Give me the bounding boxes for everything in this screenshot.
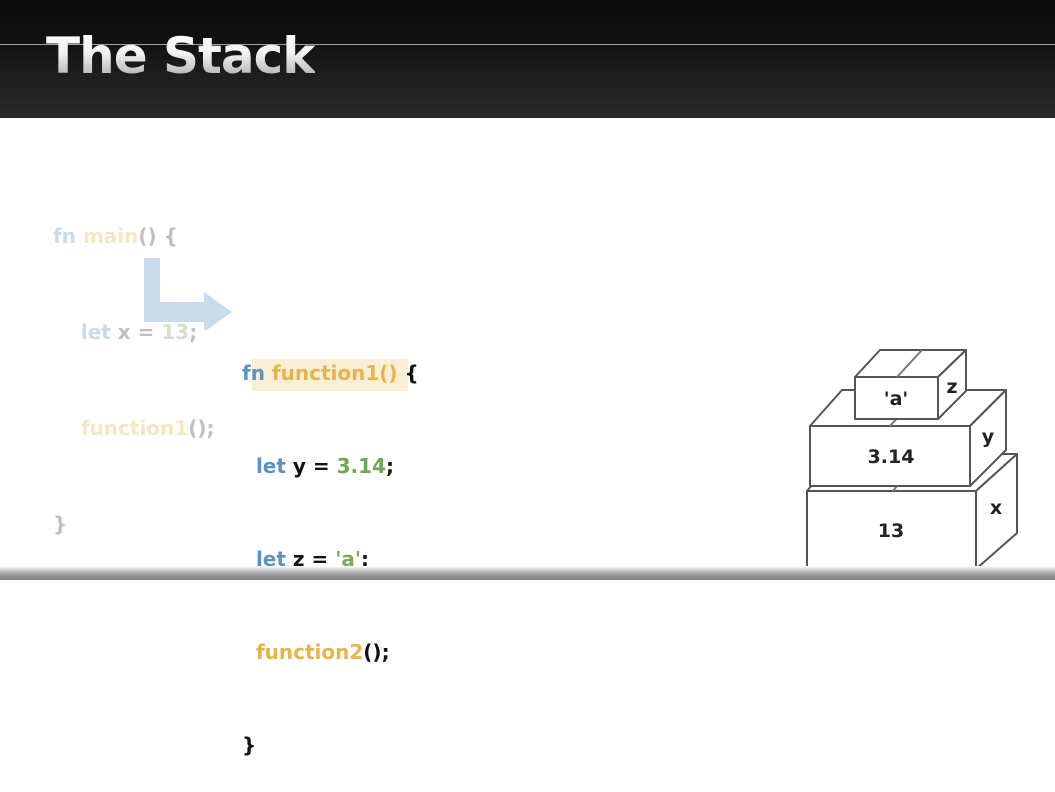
function-call: function1 — [80, 416, 189, 440]
stack-box-z — [854, 349, 967, 420]
code-text: y = — [285, 454, 337, 478]
number-literal: 3.14 — [336, 454, 386, 478]
code-text: z = — [285, 547, 336, 571]
code-line: fn function1() { — [242, 358, 419, 389]
code-line: fn main() { — [53, 220, 214, 252]
title-bar: The Stack — [0, 0, 1055, 118]
stack-diagram: 13 x 3.14 y 'a' z — [806, 349, 1018, 570]
stack-name-z: z — [946, 376, 957, 398]
code-text: ; — [189, 320, 198, 344]
call-arrow-icon — [144, 258, 232, 330]
stack-name-x: x — [990, 497, 1002, 519]
code-text: { — [397, 361, 419, 385]
code-text: ; — [360, 547, 369, 571]
function-call: function2 — [255, 640, 364, 664]
code-text: } — [242, 733, 257, 757]
slide-title: The Stack — [46, 27, 316, 85]
header-divider — [0, 44, 1055, 45]
stack-value-z: 'a' — [884, 388, 908, 410]
function-name: main — [82, 224, 139, 248]
keyword: let — [255, 454, 286, 478]
code-line: let x = 13; — [53, 316, 214, 348]
keyword: fn — [53, 224, 76, 248]
code-text: () { — [138, 224, 178, 248]
code-line: function2(); — [242, 637, 419, 668]
code-line: let y = 3.14; — [242, 451, 419, 482]
keyword: let — [80, 320, 111, 344]
code-text: } — [53, 512, 68, 536]
function-name: function1() — [264, 361, 398, 385]
stack-name-y: y — [982, 426, 995, 448]
code-text: (); — [188, 416, 215, 440]
code-text: (); — [363, 640, 390, 664]
code-text: ; — [385, 454, 394, 478]
footer-bar — [0, 566, 1055, 580]
keyword: fn — [242, 361, 265, 385]
code-line: } — [53, 508, 214, 540]
function1-code: fn function1() { let y = 3.14; let z = '… — [242, 296, 419, 792]
main-function-code: fn main() { let x = 13; function1(); } — [53, 156, 214, 572]
current-line-highlight — [252, 359, 408, 391]
number-literal: 13 — [161, 320, 190, 344]
code-text: x = — [110, 320, 162, 344]
stack-value-y: 3.14 — [868, 446, 915, 468]
stack-value-x: 13 — [878, 520, 904, 542]
code-line: function1(); — [53, 412, 215, 444]
code-line: } — [242, 730, 419, 761]
